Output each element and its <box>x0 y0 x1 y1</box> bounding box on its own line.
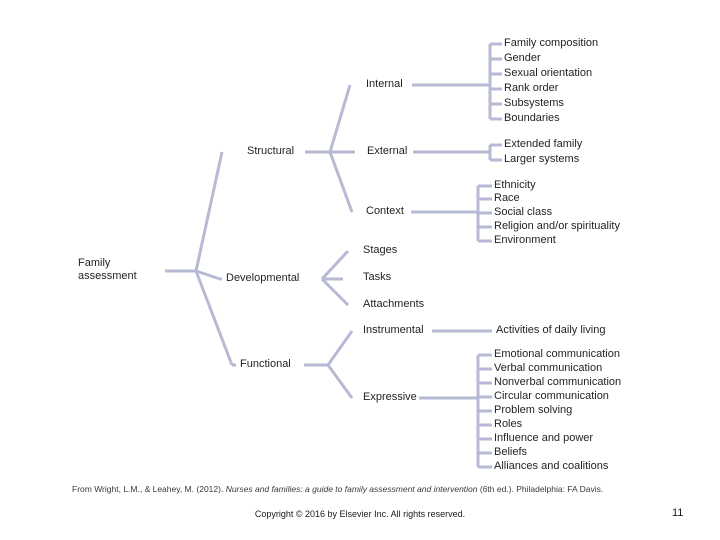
leaf-external-1: Extended family <box>504 138 583 150</box>
leaf-instrumental-1: Activities of daily living <box>496 324 606 336</box>
edge-root-to-developmental <box>195 269 221 281</box>
leaf-expressive-7: Influence and power <box>494 432 594 444</box>
caption-prefix: From Wright, L.M., & Leahey, M. (2012). <box>72 484 226 494</box>
edge-developmental-to-attachments <box>320 277 350 307</box>
leaf-expressive-8: Beliefs <box>494 446 528 458</box>
leaf-expressive-5: Problem solving <box>494 404 573 416</box>
leaf-expressive-4: Circular communication <box>494 390 609 402</box>
source-caption: From Wright, L.M., & Leahey, M. (2012). … <box>72 484 672 495</box>
page-number: 11 <box>672 507 684 519</box>
copyright-notice: Copyright © 2016 by Elsevier Inc. All ri… <box>254 509 466 519</box>
node-expressive[interactable]: Expressive <box>363 391 417 403</box>
node-instrumental[interactable]: Instrumental <box>363 324 424 336</box>
node-structural[interactable]: Structural <box>247 145 295 157</box>
leaf-context-4: Religion and/or spirituality <box>494 220 620 232</box>
node-functional[interactable]: Functional <box>240 358 291 370</box>
node-family-assessment[interactable]: Family assessment <box>78 257 137 283</box>
leaf-internal-4: Rank order <box>504 82 559 94</box>
leaf-expressive-3: Nonverbal communication <box>494 376 622 388</box>
edge-root-to-structural <box>194 151 224 272</box>
node-family-assessment-line1: Family <box>78 257 111 269</box>
leaf-internal-2: Gender <box>504 52 541 64</box>
leaf-internal-1: Family composition <box>504 37 599 49</box>
leaf-expressive-2: Verbal communication <box>494 362 603 374</box>
node-family-assessment-line2: assessment <box>78 270 137 282</box>
leaf-context-3: Social class <box>494 206 553 218</box>
edge-functional-to-expressive <box>326 364 354 399</box>
caption-title-italic: Nurses and families: a guide to family a… <box>225 484 478 494</box>
leaf-expressive-9: Alliances and coalitions <box>494 460 609 472</box>
node-tasks[interactable]: Tasks <box>363 271 392 283</box>
node-external[interactable]: External <box>367 145 408 157</box>
edge-functional-to-instrumental <box>326 330 354 366</box>
node-attachments[interactable]: Attachments <box>363 298 425 310</box>
edge-developmental-to-stages <box>320 249 350 281</box>
caption-suffix: (6th ed.). Philadelphia: FA Davis. <box>477 484 604 494</box>
leaf-internal-6: Boundaries <box>504 112 560 124</box>
node-stages[interactable]: Stages <box>363 244 398 256</box>
edge-structural-to-internal <box>328 84 352 153</box>
edge-structural-to-context <box>328 151 354 213</box>
leaf-context-1: Ethnicity <box>494 179 536 191</box>
leaf-context-5: Environment <box>494 234 556 246</box>
node-context[interactable]: Context <box>366 205 404 217</box>
leaf-expressive-6: Roles <box>494 418 523 430</box>
leaf-expressive-1: Emotional communication <box>494 348 620 360</box>
node-developmental[interactable]: Developmental <box>226 272 300 284</box>
node-internal[interactable]: Internal <box>366 78 403 90</box>
edge-root-to-functional <box>194 270 234 366</box>
leaf-external-2: Larger systems <box>504 153 580 165</box>
leaf-internal-5: Subsystems <box>504 97 564 109</box>
leaf-internal-3: Sexual orientation <box>504 67 593 79</box>
leaf-context-2: Race <box>494 192 520 204</box>
family-assessment-tree-diagram <box>165 42 502 469</box>
